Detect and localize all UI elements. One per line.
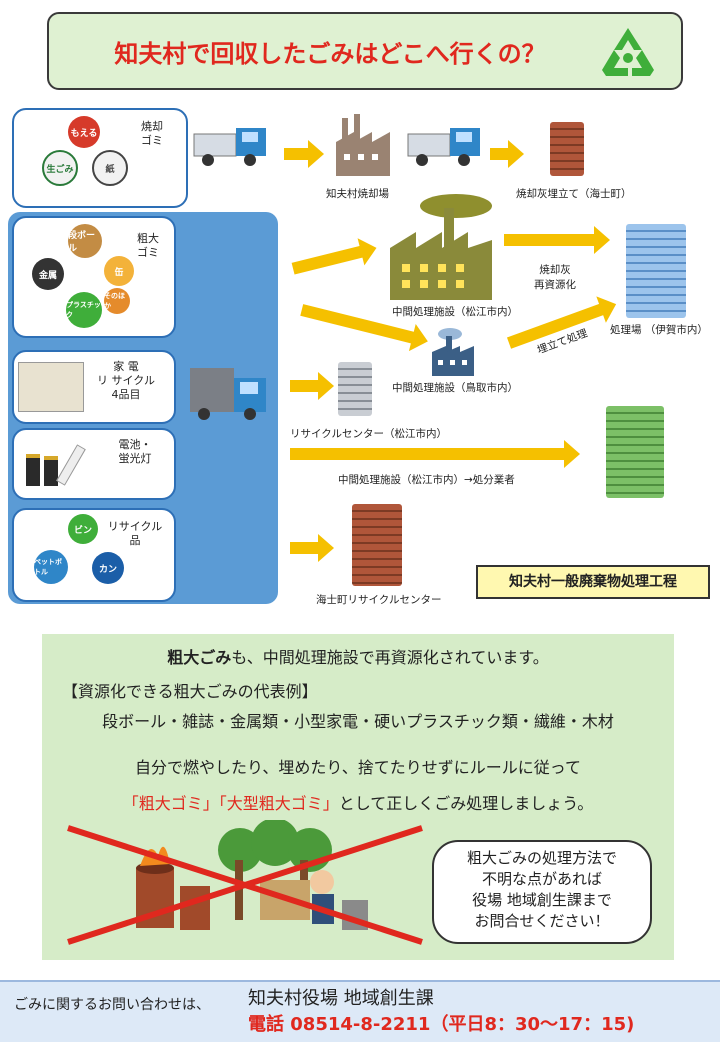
bottle-icon: ビン [68,514,98,544]
contractor-label: 中間処理施設（松江市内）→処分業者 [338,474,515,486]
bulky-label: 粗大 ゴミ [137,232,159,259]
plastic-icon: プラスチック [66,292,102,328]
ash-recycle-label: 焼却灰 再資源化 [534,264,576,291]
ash-landfill-building [550,122,584,176]
page-title: 知夫村で回収したごみはどこへ行くの？ [114,40,546,68]
truck-icon [193,128,266,166]
fishbone-icon: 生ごみ [42,150,78,186]
recycle-center-building [338,362,372,416]
cardboard-icon: 段ボール [68,224,102,258]
footer [0,980,720,1042]
disposal-building [626,224,686,318]
recycle-icon [602,28,654,76]
can-bin-icon: 缶 [104,256,134,286]
battery-label: 電池・ 蛍光灯 [118,438,152,465]
contact-bubble: 粗大ごみの処理方法で 不明な点があれば 役場 地域創生課まで お問合せください！ [432,840,652,944]
info-line-5: 「粗大ゴミ」「大型粗大ゴミ」として正しくごみ処理しましょう。 [122,794,594,813]
appliance-label: 家 電 リ サイクル 4品目 [97,360,155,401]
arrow-1 [284,140,324,168]
mid-tottori-factory-icon [432,328,474,376]
info-line-4: 自分で燃やしたり、埋めたり、捨てたりせずにルールに従って [135,758,581,777]
footer-phone: 電話 08514-8-2211（平日8：30〜17：15) [248,1014,635,1035]
incinerator-factory-icon [336,114,390,176]
info-line-2: 【資源化できる粗大ごみの代表例】 [62,682,318,701]
petbottle-icon: ペットボトル [34,550,68,584]
can-icon: カン [92,552,124,584]
footer-lead: ごみに関するお問い合わせは、 [14,997,210,1013]
ama-center-building [352,504,402,586]
contractor-building [606,406,664,498]
arrow-2 [490,140,524,168]
bulky-truck-icon [190,368,266,420]
appliance-icon [18,362,84,412]
disposal-label: 処理場 （伊賀市内） [610,324,708,336]
arrow-4 [291,245,365,275]
arrow-8 [290,440,580,468]
pan-icon: 金属 [32,258,64,290]
recycle-center-label: リサイクルセンター（松江市内） [290,428,447,440]
arrow-9 [290,534,334,562]
process-tag: 知夫村一般廃棄物処理工程 [476,565,710,599]
info-line-1: 粗大ごみも、中間処理施設で再資源化されています。 [167,648,549,667]
arrow-7 [290,372,334,400]
incinerator-label: 知夫村焼却場 [326,188,389,200]
ama-center-label: 海士町リサイクルセンター [316,594,442,606]
fire-icon: もえる [68,116,100,148]
footer-office: 知夫村役場 地域創生課 [248,988,434,1009]
mid-tottori-label: 中間処理施設（鳥取市内） [392,382,518,394]
truck-icon-2 [407,128,480,166]
other-icon: そのほか [104,288,130,314]
arrow-3 [504,226,610,254]
ash-landfill-label: 焼却灰埋立て（海士町） [516,188,632,200]
mid-matsue-label: 中間処理施設（松江市内） [392,306,518,318]
burnable-label: 焼却 ゴミ [141,120,163,147]
info-line-3: 段ボール・雑誌・金属類・小型家電・硬いプラスチック類・繊維・木材 [102,712,614,731]
mid-matsue-factory-icon [390,194,492,300]
paper-icon: 紙 [92,150,128,186]
illegal-dumping-illustration [67,820,423,945]
recycle-label: リサイクル 品 [107,520,163,547]
title-banner [47,12,683,90]
battery-icon [26,444,92,486]
